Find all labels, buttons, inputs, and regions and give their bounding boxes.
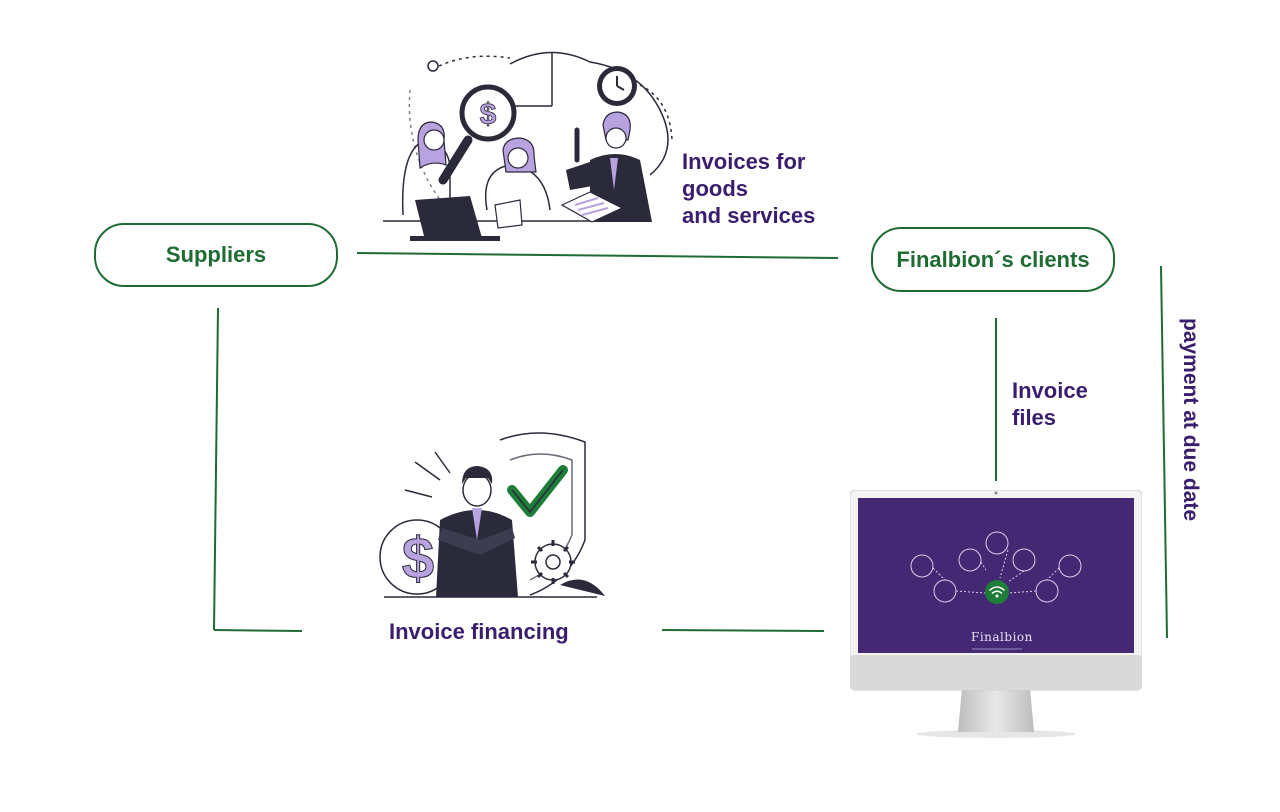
line-right-bottom	[661, 629, 825, 632]
magnifier-dollar-icon: $	[438, 84, 517, 185]
clients-label: Finalbion´s clients	[896, 246, 1090, 272]
invoice-financing-label: Invoice financing	[389, 619, 569, 644]
invoice-files-label: Invoice files	[1012, 377, 1088, 431]
woman-middle-icon	[494, 137, 537, 229]
line-payment	[1160, 265, 1168, 639]
monitor-brand: Finalbion	[971, 630, 1033, 644]
invoice-files-line-2: files	[1012, 405, 1057, 430]
invoices-goods-line-2: goods	[682, 176, 748, 201]
woman-with-magnifier-icon	[417, 121, 447, 170]
suppliers-node: Suppliers	[94, 223, 338, 287]
invoices-goods-line-1: Invoices for	[682, 149, 806, 174]
gear-icon	[531, 540, 605, 596]
laptop-icon	[410, 196, 500, 241]
document-icon	[560, 191, 624, 223]
shield-check-icon	[507, 465, 568, 517]
payment-due-label: payment at due date	[1179, 318, 1202, 522]
line-suppliers-down	[213, 307, 219, 631]
invoice-files-line-1: Invoice	[1012, 378, 1088, 403]
svg-text:$: $	[402, 526, 434, 591]
clients-node: Finalbion´s clients	[871, 227, 1115, 292]
svg-text:$: $	[480, 98, 497, 131]
line-left-bottom	[213, 629, 303, 632]
dollar-coin-icon: $	[379, 519, 455, 595]
businessman-icon	[436, 466, 518, 597]
clock-icon	[597, 66, 637, 106]
suppliers-label: Suppliers	[165, 242, 267, 267]
monitor-icon	[850, 490, 1142, 738]
line-suppliers-clients	[356, 252, 839, 259]
invoices-goods-label: Invoices for goods and services	[682, 148, 815, 229]
invoices-goods-line-3: and services	[682, 203, 816, 228]
